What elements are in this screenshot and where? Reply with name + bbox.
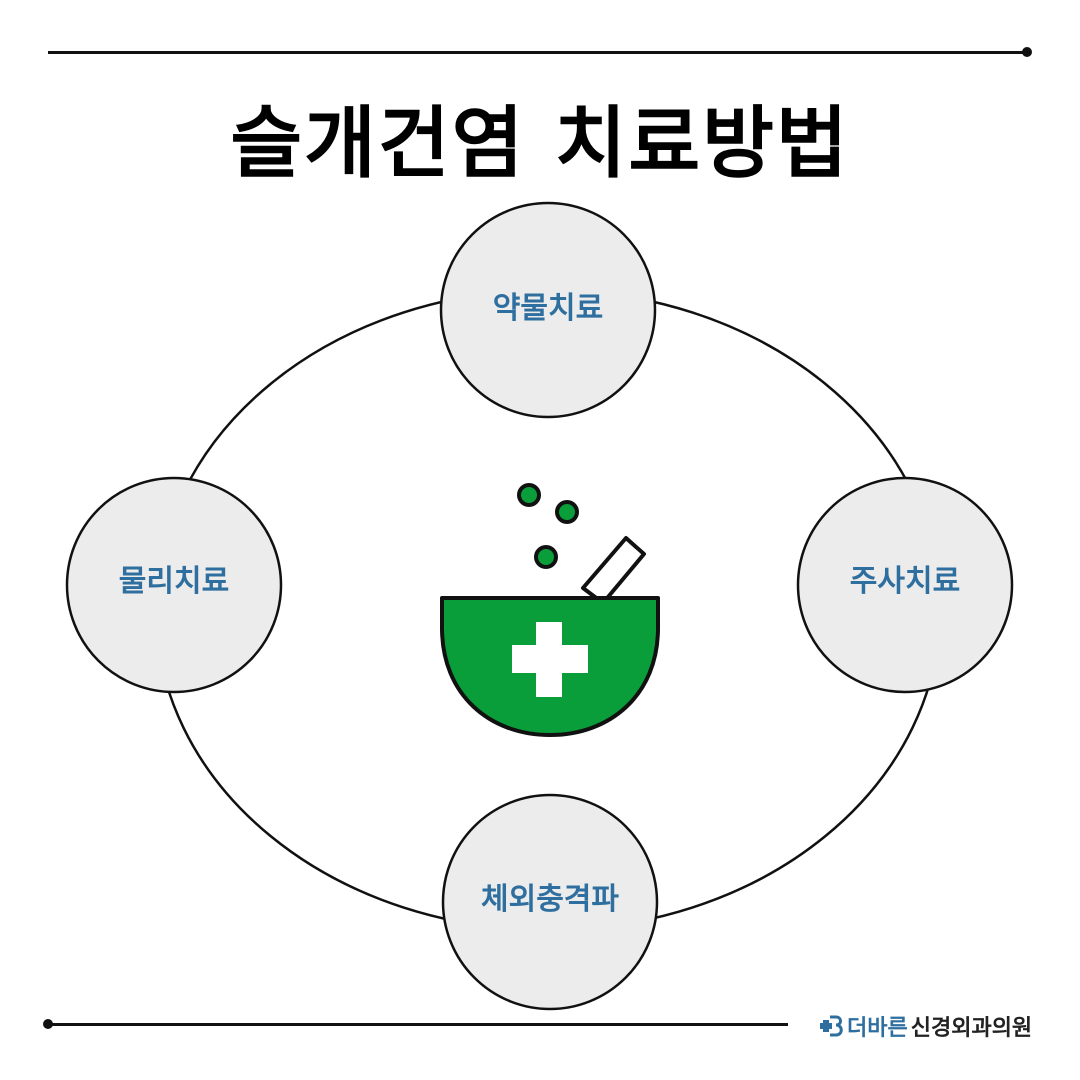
brand-name-part1: 더바른 [847, 1016, 908, 1041]
node-label-medication: 약물치료 [492, 291, 604, 326]
node-label-shockwave: 체외충격파 [481, 882, 619, 917]
page-title: 슬개건염 치료방법 [230, 99, 850, 189]
cross-b-logo-icon [820, 1015, 843, 1037]
bubble-3 [534, 545, 558, 569]
top-divider-dot [1022, 47, 1032, 57]
bubble-1 [517, 483, 541, 507]
node-label-injection: 주사치료 [849, 564, 961, 599]
brand-name-part2: 신경외과의원 [910, 1016, 1033, 1041]
bottom-divider-dot [43, 1019, 53, 1029]
node-circle-top [439, 201, 657, 419]
node-label-physical-therapy: 물리치료 [118, 564, 230, 599]
bubble-2 [555, 500, 579, 524]
mortar-pestle-medical-icon [440, 483, 660, 737]
node-circle-right [796, 476, 1014, 694]
clinic-brand: 더바른 신경외과의원 [818, 1008, 1032, 1044]
top-divider-line [48, 51, 1028, 54]
medical-cross-horizontal [512, 645, 588, 673]
bottom-divider-line [48, 1023, 788, 1026]
node-circle-left [65, 476, 283, 694]
pestle [581, 536, 646, 605]
node-circle-bottom [441, 793, 659, 1011]
